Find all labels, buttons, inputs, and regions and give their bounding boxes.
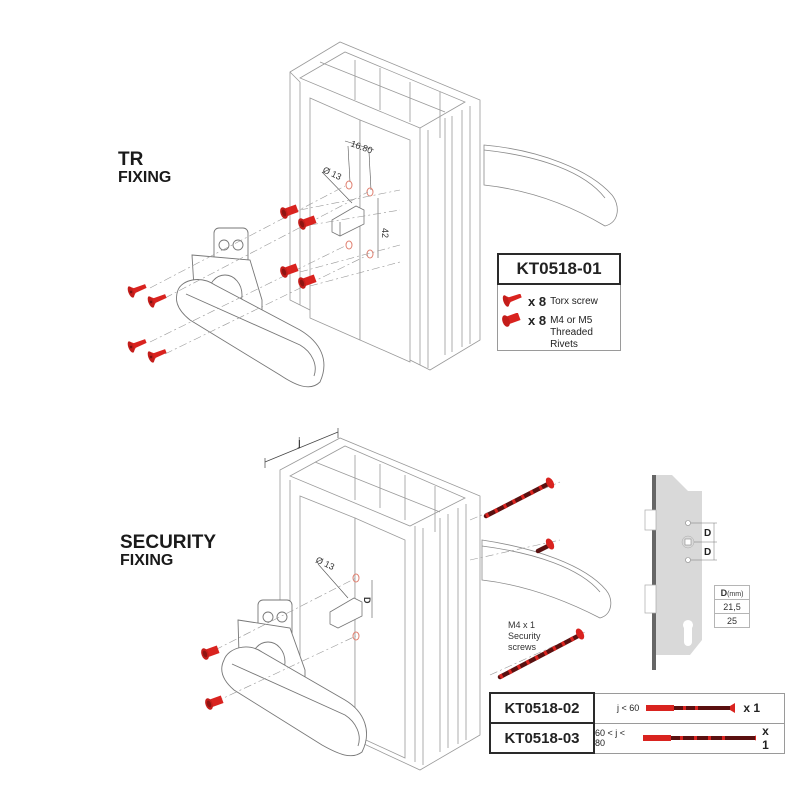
security-rivets (199, 643, 225, 711)
tr-dimension-lines (321, 140, 379, 258)
tr-kit-qty-torx: x 8 (528, 294, 547, 309)
tr-title-line1: TR (118, 149, 144, 170)
lock-plate (644, 475, 717, 670)
torx-screw-icon (146, 290, 169, 309)
security-kit-code: KT0518-03 (489, 722, 595, 754)
security-kit-qty: x 1 (743, 701, 760, 715)
tr-kit-label-rivets: M4 or M5 Threaded Rivets (550, 315, 593, 350)
security-screw-short-icon (535, 538, 555, 554)
security-title-line2: FIXING (120, 551, 174, 569)
tr-dim-42: 42 (380, 228, 390, 238)
threaded-rivet-icon (199, 643, 221, 661)
tr-torx-screws (126, 280, 169, 364)
lock-d-table: D(mm) 21,5 25 (714, 585, 750, 628)
security-screw-note: M4 x 1 Security screws (508, 620, 541, 652)
security-kit-qty: x 1 (762, 724, 769, 752)
security-kit-spec: 60 < j < 80 x 1 (593, 722, 785, 754)
tr-kit-label-torx: Torx screw (550, 296, 598, 307)
security-front-handle (221, 599, 367, 757)
tr-front-handle (176, 227, 325, 388)
security-spindle (329, 597, 363, 629)
security-window-profile (279, 437, 481, 771)
security-kit-table: KT0518-02 j < 60 x 1 KT0518-03 60 < j < … (489, 692, 785, 754)
lock-d-table-header-label: D (720, 587, 728, 598)
security-dim-d: D (362, 597, 372, 604)
lock-d-label-bottom: D (704, 547, 711, 558)
torx-screw-icon (126, 335, 149, 354)
security-back-handle (481, 539, 612, 619)
security-dim-j: j (297, 435, 301, 449)
security-screws (483, 477, 585, 680)
security-dimension-lines (317, 563, 373, 618)
security-kit-row: KT0518-03 60 < j < 80 x 1 (489, 722, 785, 754)
tr-axis-lines (149, 185, 401, 355)
security-screw-long-icon (642, 735, 757, 741)
security-title-line1: SECURITY (120, 532, 217, 553)
security-kit-condition: 60 < j < 80 (595, 728, 626, 748)
torx-screw-icon (502, 294, 522, 307)
lock-d-table-unit: (mm) (727, 590, 744, 598)
security-kit-spec: j < 60 x 1 (593, 692, 785, 724)
security-screw-short-icon (646, 703, 736, 713)
tr-window-profile (289, 41, 481, 371)
tr-back-handle (483, 144, 618, 227)
security-kit-row: KT0518-02 j < 60 x 1 (489, 692, 785, 724)
tr-kit-box: KT0518-01 x 8 Torx screw x 8 M4 or M5 Th… (497, 253, 621, 351)
security-fixing-title: SECURITY FIXING (120, 533, 216, 570)
lock-d-table-value: 21,5 (714, 599, 750, 614)
security-screw-long-icon (483, 477, 555, 519)
tr-kit-code: KT0518-01 (497, 253, 621, 285)
security-kit-condition: j < 60 (617, 703, 640, 713)
security-dim-j-line (264, 428, 339, 468)
tr-title-line2: FIXING (118, 168, 172, 186)
threaded-rivet-icon (203, 693, 225, 711)
torx-screw-icon (146, 345, 169, 364)
security-mounting-holes (352, 573, 360, 641)
tr-kit-item: x 8 Torx screw (502, 294, 620, 309)
lock-d-label-top: D (704, 528, 711, 539)
threaded-rivet-icon (502, 313, 521, 327)
lock-d-table-header: D(mm) (714, 585, 750, 600)
torx-screw-icon (126, 280, 149, 299)
tr-kit-qty-rivets: x 8 (528, 313, 547, 328)
tr-kit-item: x 8 M4 or M5 Threaded Rivets (502, 313, 620, 351)
security-kit-code: KT0518-02 (489, 692, 595, 724)
tr-fixing-title: TR FIXING (118, 150, 171, 187)
lock-d-table-value: 25 (714, 613, 750, 628)
security-screw-bottom-icon (497, 628, 585, 680)
tr-spindle (331, 205, 365, 237)
